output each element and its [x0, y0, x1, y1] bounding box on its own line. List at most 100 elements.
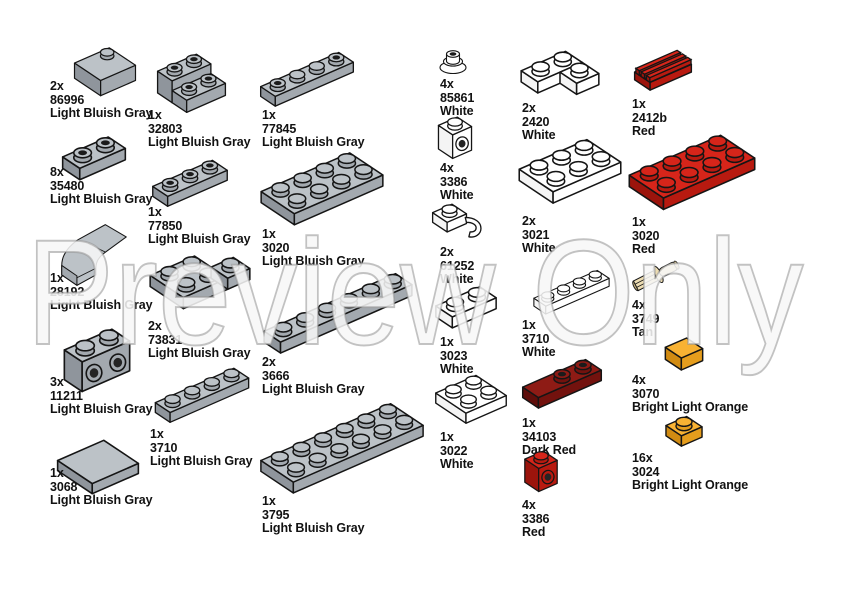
part-quantity: 1x [148, 205, 162, 219]
part-icon [429, 282, 503, 332]
part-label: 3x 11211 Light Bluish Gray [50, 375, 153, 417]
part-color-name: Light Bluish Gray [262, 254, 365, 268]
part-quantity: 1x [522, 318, 536, 332]
part-number: 3020 [262, 240, 290, 255]
part-number: 3024 [632, 464, 660, 479]
part-label: 1x 3710 White [522, 318, 556, 360]
part-label: 8x 35480 Light Bluish Gray [50, 165, 153, 207]
part-label: 1x 3020 Light Bluish Gray [262, 227, 365, 269]
part-color-name: Red [632, 124, 656, 138]
part-number: 3022 [440, 443, 468, 458]
part-label: 4x 85861 White [440, 77, 474, 119]
part-quantity: 2x [50, 79, 64, 93]
part-label: 4x 3386 White [440, 161, 474, 203]
part-label: 1x 3020 Red [632, 215, 660, 257]
part-icon [625, 130, 759, 214]
part-number: 3386 [440, 174, 468, 189]
part-quantity: 1x [522, 416, 536, 430]
part-quantity: 1x [440, 335, 454, 349]
part-color-name: Light Bluish Gray [50, 106, 153, 120]
part-quantity: 4x [632, 373, 646, 387]
part-quantity: 4x [440, 77, 454, 91]
part-label: 2x 61252 White [440, 245, 475, 287]
part-icon [257, 147, 387, 230]
part-color-name: Light Bluish Gray [50, 402, 153, 416]
part-icon [519, 447, 563, 495]
part-number: 61252 [440, 258, 475, 273]
part-icon [70, 44, 140, 99]
part-label: 1x 77845 Light Bluish Gray [262, 108, 365, 150]
part-number: 73831 [148, 332, 183, 347]
part-number: 11211 [50, 388, 83, 403]
part-label: 1x 77850 Light Bluish Gray [148, 205, 251, 247]
part-color-name: Light Bluish Gray [148, 135, 251, 149]
part-quantity: 1x [632, 97, 646, 111]
part-icon [515, 267, 628, 317]
part-icon [625, 249, 693, 299]
part-color-name: White [440, 457, 474, 471]
part-color-name: Light Bluish Gray [148, 232, 251, 246]
part-quantity: 1x [440, 430, 454, 444]
part-icon [658, 334, 710, 374]
part-number: 3070 [632, 386, 660, 401]
part-icon [435, 44, 471, 80]
part-color-name: Red [632, 242, 656, 256]
part-icon [625, 45, 701, 94]
part-icon [260, 267, 416, 359]
part-icon [144, 50, 239, 116]
part-color-name: Red [522, 525, 546, 539]
part-quantity: 2x [148, 319, 162, 333]
part-color-name: White [522, 128, 556, 142]
part-icon [517, 45, 603, 100]
part-color-name: Light Bluish Gray [150, 454, 253, 468]
part-icon [146, 246, 254, 318]
part-label: 1x 3795 Light Bluish Gray [262, 494, 365, 536]
part-label: 4x 3749 Tan [632, 298, 660, 340]
part-label: 2x 73831 Light Bluish Gray [148, 319, 251, 361]
part-icon [256, 399, 428, 497]
part-icon [431, 371, 511, 427]
part-quantity: 1x [262, 227, 276, 241]
part-color-name: White [440, 188, 474, 202]
part-quantity: 1x [50, 466, 64, 480]
part-label: 1x 3710 Light Bluish Gray [150, 427, 253, 469]
part-quantity: 4x [440, 161, 454, 175]
part-quantity: 4x [522, 498, 536, 512]
part-color-name: Light Bluish Gray [50, 192, 153, 206]
part-number: 3020 [632, 228, 660, 243]
part-quantity: 2x [522, 214, 536, 228]
part-icon [429, 197, 487, 247]
part-color-name: Light Bluish Gray [148, 346, 251, 360]
part-label: 1x 3068 Light Bluish Gray [50, 466, 153, 508]
part-quantity: 8x [50, 165, 64, 179]
part-number: 3386 [522, 511, 550, 526]
part-label: 1x 28192 Light Bluish Gray [50, 271, 153, 313]
part-number: 77850 [148, 218, 183, 233]
part-number: 3023 [440, 348, 468, 363]
part-label: 2x 2420 White [522, 101, 556, 143]
part-color-name: White [440, 362, 474, 376]
part-number: 3068 [50, 479, 78, 494]
part-number: 35480 [50, 178, 85, 193]
part-number: 2420 [522, 114, 550, 129]
part-quantity: 1x [50, 271, 64, 285]
part-color-name: Light Bluish Gray [262, 135, 365, 149]
part-icon [660, 412, 708, 450]
part-quantity: 1x [262, 108, 276, 122]
part-color-name: Light Bluish Gray [50, 298, 153, 312]
part-color-name: Light Bluish Gray [262, 521, 365, 535]
part-icon [517, 355, 607, 412]
part-quantity: 2x [262, 355, 276, 369]
part-color-name: Bright Light Orange [632, 478, 749, 492]
part-icon [431, 113, 479, 162]
part-label: 1x 3022 White [440, 430, 474, 472]
part-quantity: 1x [150, 427, 164, 441]
part-number: 77845 [262, 121, 297, 136]
part-quantity: 2x [522, 101, 536, 115]
part-icon [257, 48, 357, 110]
part-number: 34103 [522, 429, 557, 444]
part-number: 28192 [50, 284, 85, 299]
part-label: 4x 3070 Bright Light Orange [632, 373, 749, 415]
part-number: 3795 [262, 507, 290, 522]
part-color-name: Bright Light Orange [632, 400, 749, 414]
